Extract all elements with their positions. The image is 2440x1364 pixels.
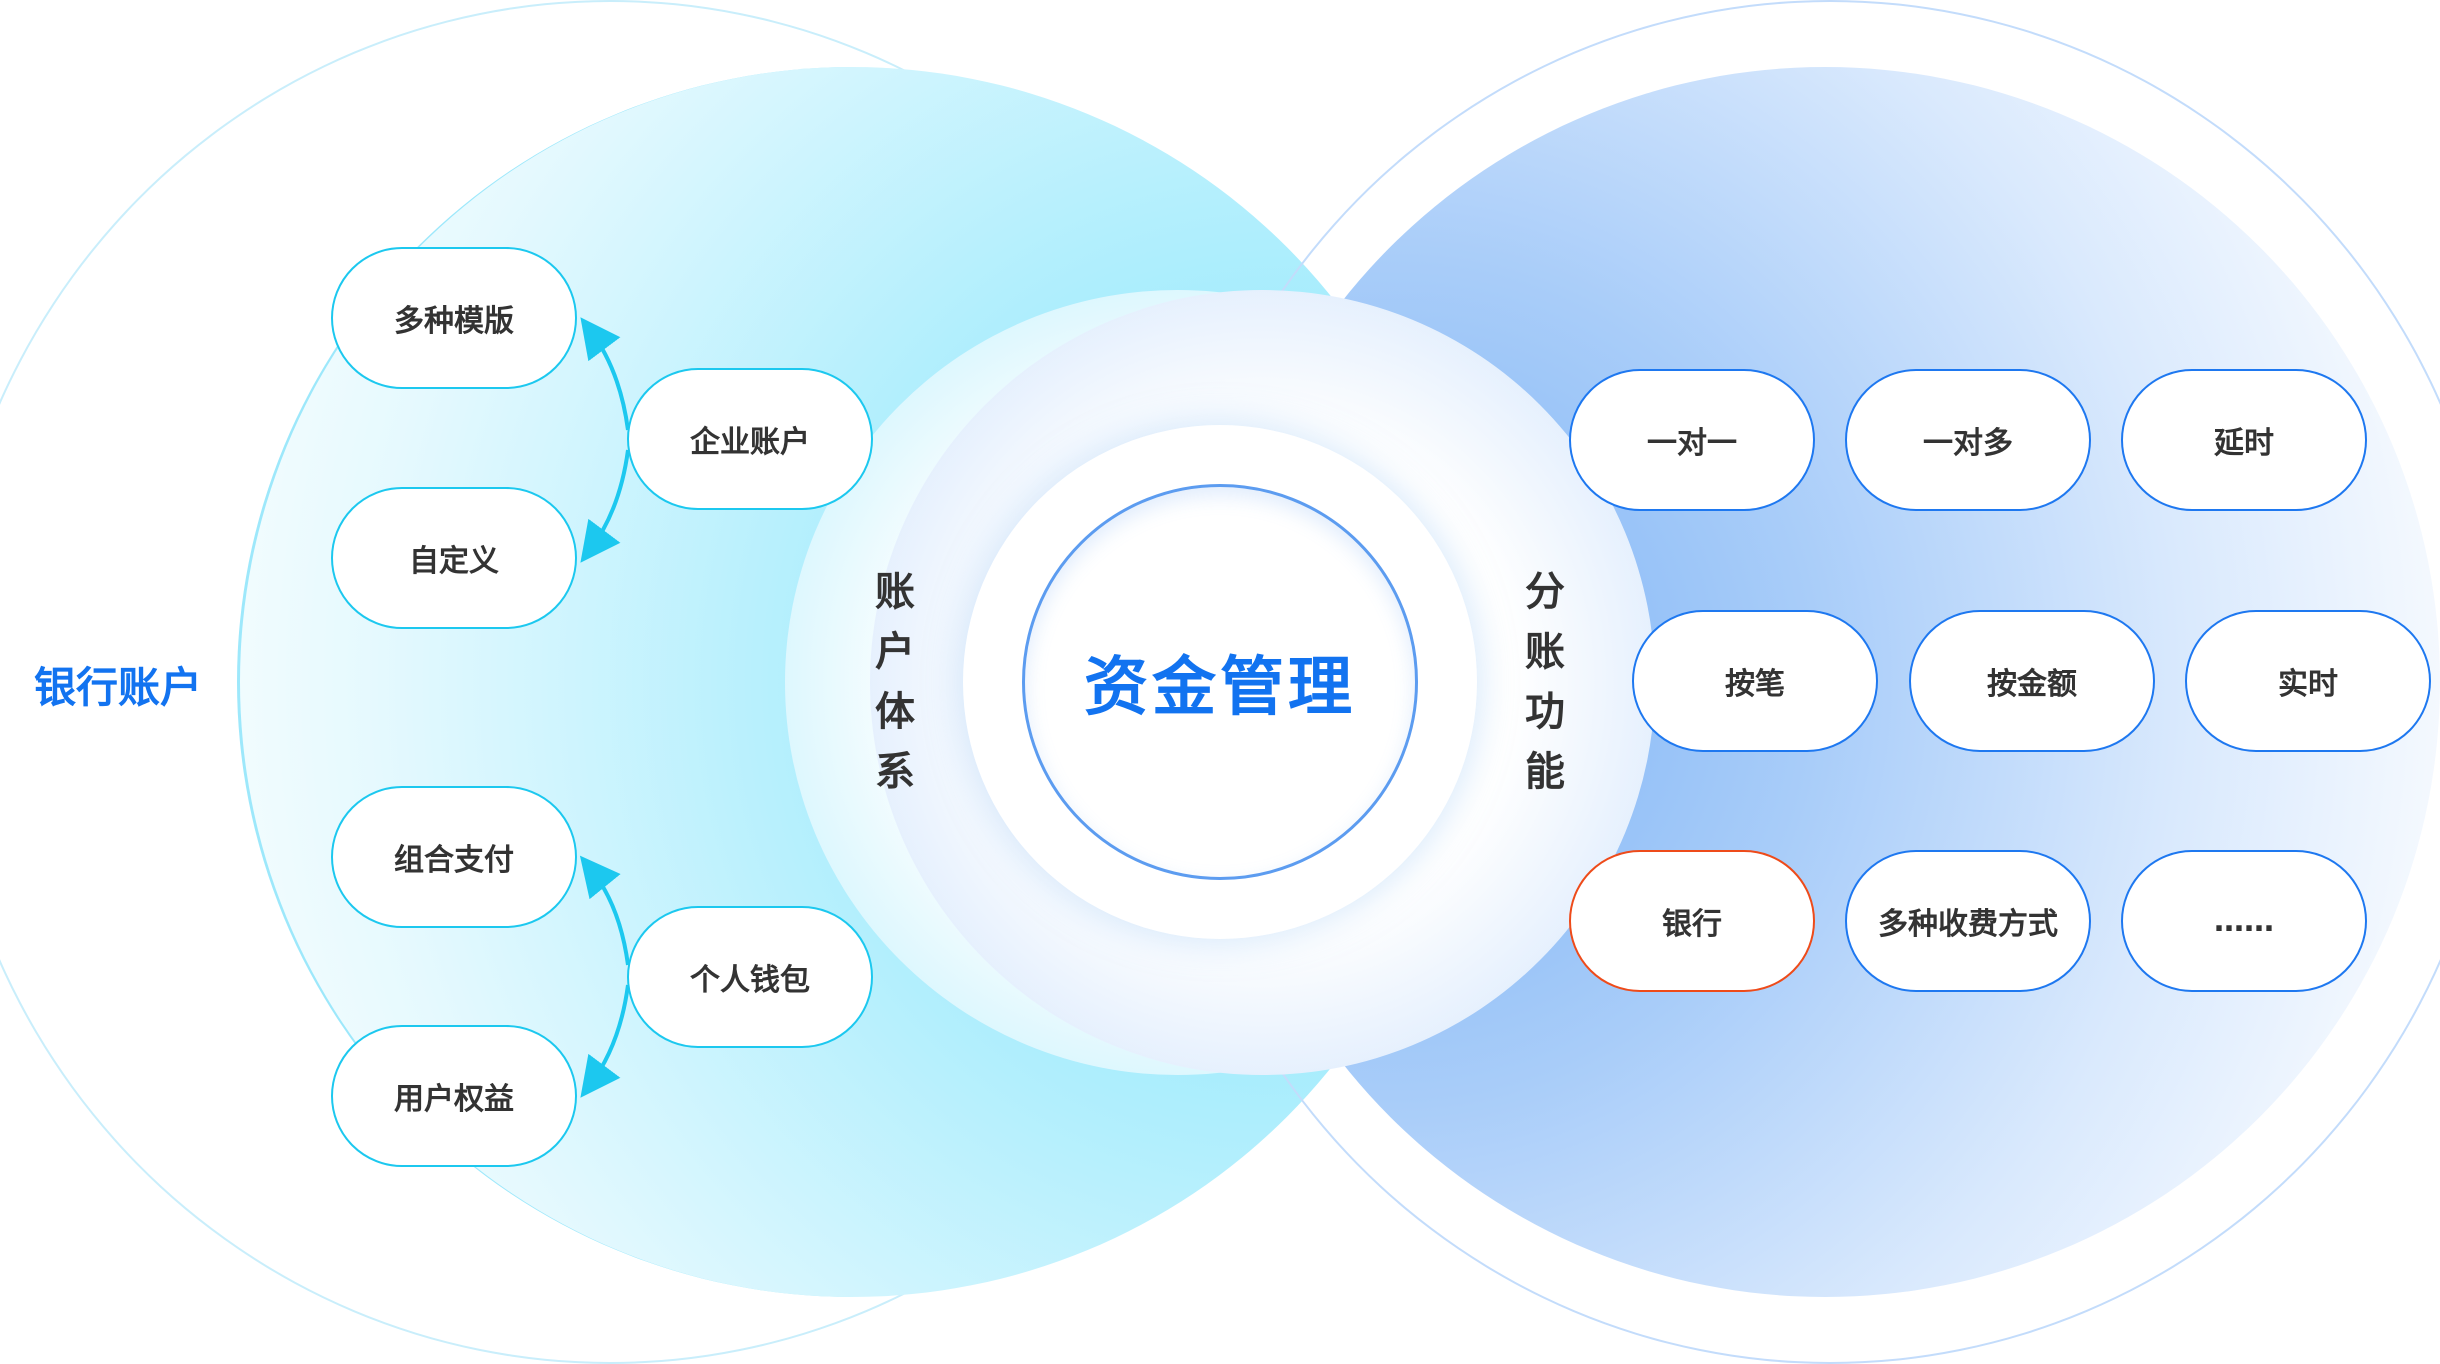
split-function-label: 分账功能 (1525, 569, 1565, 795)
arrow-to-combined-pay (579, 855, 630, 966)
pill-personal-wallet[interactable]: 个人钱包 (627, 906, 873, 1048)
pill-fee-methods[interactable]: 多种收费方式 (1845, 850, 2091, 992)
pill-per-transaction[interactable]: 按笔 (1632, 610, 1878, 752)
bank-account-label: 银行账户 (34, 663, 203, 712)
pill-user-rights[interactable]: 用户权益 (331, 1025, 577, 1167)
center-title: 资金管理 (1084, 651, 1356, 725)
pill-bank[interactable]: 银行 (1569, 850, 1815, 992)
pill-one-to-one[interactable]: 一对一 (1569, 369, 1815, 511)
account-system-label: 账户体系 (875, 569, 915, 795)
pill-more[interactable]: …… (2121, 850, 2367, 992)
pill-custom[interactable]: 自定义 (331, 487, 577, 629)
center-inner-circle: 资金管理 (1022, 484, 1418, 880)
pill-one-to-many[interactable]: 一对多 (1845, 369, 2091, 511)
pill-realtime[interactable]: 实时 (2185, 610, 2431, 752)
pill-delayed[interactable]: 延时 (2121, 369, 2367, 511)
pill-templates[interactable]: 多种模版 (331, 247, 577, 389)
arrow-to-user-rights (580, 984, 630, 1098)
arrow-to-templates (580, 317, 630, 431)
pill-enterprise-account[interactable]: 企业账户 (627, 368, 873, 510)
arrow-to-custom (580, 449, 630, 563)
pill-combined-payment[interactable]: 组合支付 (331, 786, 577, 928)
pill-by-amount[interactable]: 按金额 (1909, 610, 2155, 752)
